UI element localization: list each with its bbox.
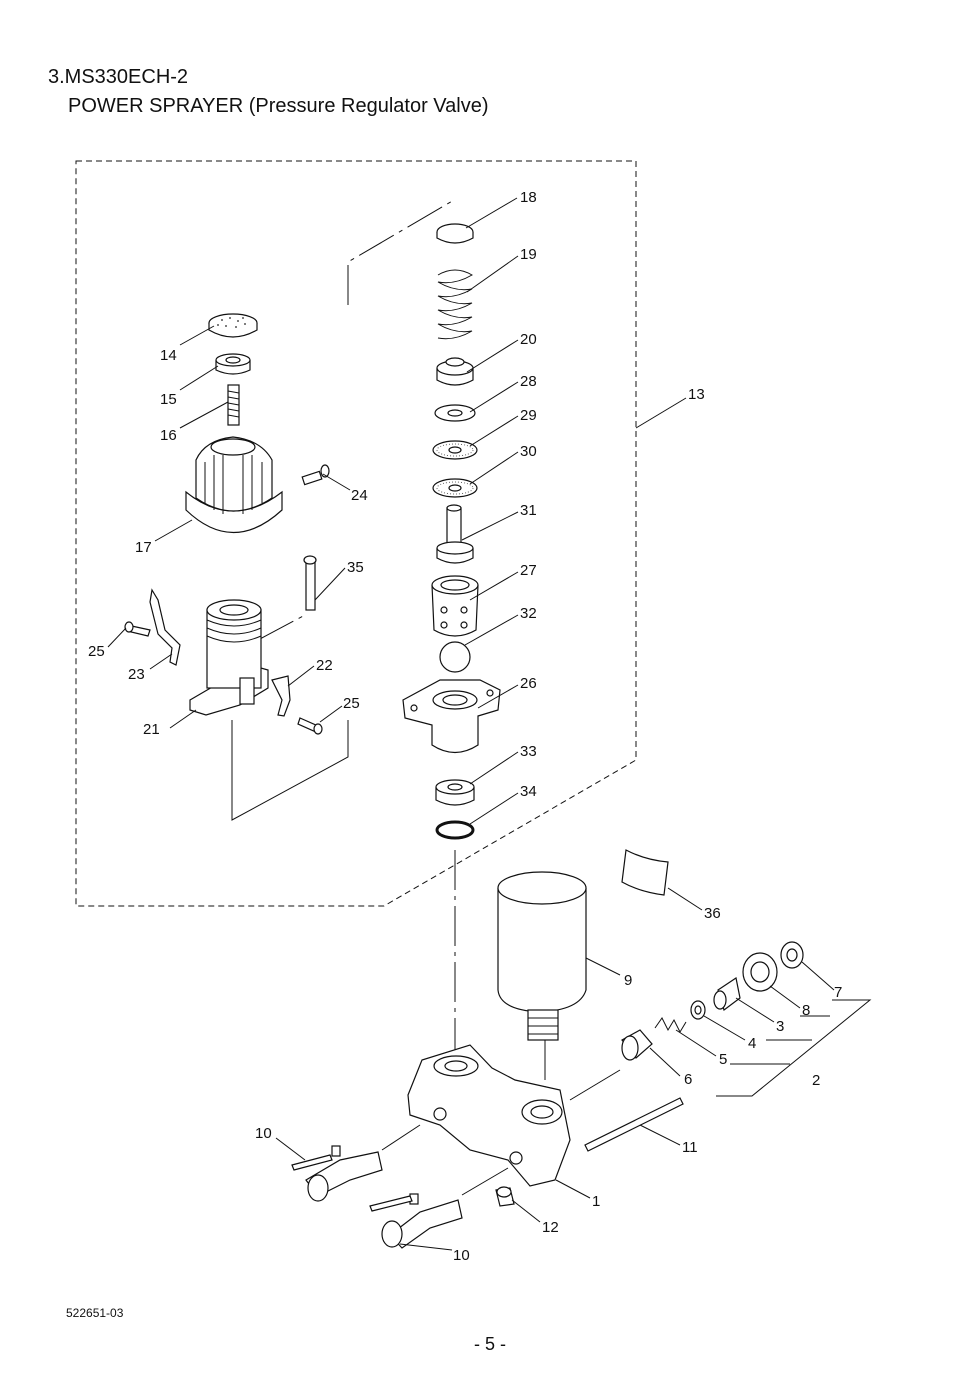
- callout-11: 11: [682, 1139, 698, 1156]
- callout-2: 2: [812, 1072, 820, 1089]
- callout-17: 17: [135, 539, 152, 556]
- rod-part-11: [584, 1097, 684, 1152]
- callout-34: 34: [520, 783, 537, 800]
- leader-lines: [107, 197, 872, 1251]
- spring-part-19: [437, 269, 473, 340]
- callout-3: 3: [776, 1018, 784, 1035]
- nut-part-8: [742, 952, 778, 992]
- ball-part-32: [439, 641, 471, 673]
- callout-6: 6: [684, 1071, 692, 1088]
- washer-part-4: [690, 1000, 706, 1020]
- cover-part-17: [185, 436, 283, 533]
- cap-part-14: [208, 313, 258, 338]
- callout-22: 22: [316, 657, 333, 674]
- spacer-part-33: [435, 779, 475, 806]
- manifold-part-1: [407, 1044, 571, 1187]
- callout-28: 28: [520, 373, 537, 390]
- axis-line-valve: [257, 614, 306, 641]
- disk-part-18: [436, 223, 474, 244]
- ball-valve-part-10-upper: [291, 1145, 383, 1202]
- callout-9: 9: [624, 972, 632, 989]
- document-number: 522651-03: [66, 1306, 124, 1320]
- callout-18: 18: [520, 189, 537, 206]
- callout-26: 26: [520, 675, 537, 692]
- callout-10-upper: 10: [255, 1125, 272, 1142]
- valve-body-part-21: [189, 599, 269, 716]
- callout-10-lower: 10: [453, 1247, 470, 1264]
- callout-25-right: 25: [343, 695, 360, 712]
- label-part-36: [621, 849, 669, 896]
- screw-part-25-right: [297, 717, 323, 735]
- callout-19: 19: [520, 246, 537, 263]
- piston-part-31: [436, 504, 474, 564]
- callout-21: 21: [143, 721, 160, 738]
- callout-8: 8: [802, 1002, 810, 1019]
- callout-29: 29: [520, 407, 537, 424]
- air-chamber-part-9: [497, 871, 587, 1041]
- callout-31: 31: [520, 502, 537, 519]
- assembly-boundary: [75, 160, 637, 907]
- nut-part-15: [215, 353, 251, 375]
- page-number: - 5 -: [473, 1334, 506, 1354]
- bracket-part-23: [149, 588, 181, 666]
- lever-part-22: [271, 675, 291, 717]
- callout-23: 23: [128, 666, 145, 683]
- callout-13: 13: [688, 386, 705, 403]
- callout-27: 27: [520, 562, 537, 579]
- callout-35: 35: [347, 559, 364, 576]
- callout-16: 16: [160, 427, 177, 444]
- callout-4: 4: [748, 1035, 756, 1052]
- housing-part-26: [402, 679, 501, 754]
- callout-1: 1: [592, 1193, 600, 1210]
- callout-30: 30: [520, 443, 537, 460]
- callout-5: 5: [719, 1051, 727, 1068]
- filter-part-29: [432, 440, 478, 460]
- callout-25-left: 25: [88, 643, 105, 660]
- seat-part-20: [436, 357, 474, 386]
- fitting-part-6: [621, 1029, 653, 1061]
- o-ring-part-34: [435, 820, 475, 840]
- nozzle-part-3: [713, 977, 741, 1011]
- washer-part-28: [434, 404, 476, 422]
- callout-numbers: 18 19 20 28 29 30 31 27 32 26 33 34 13 1…: [88, 189, 842, 1264]
- callout-33: 33: [520, 743, 537, 760]
- cage-part-27: [431, 575, 479, 637]
- callout-12: 12: [542, 1219, 559, 1236]
- filter-part-30: [432, 478, 478, 498]
- callout-24: 24: [351, 487, 368, 504]
- bolt-part-35: [303, 555, 317, 611]
- ball-valve-part-10-lower: [369, 1193, 463, 1249]
- callout-15: 15: [160, 391, 177, 408]
- callout-14: 14: [160, 347, 177, 364]
- lower-bracket: [231, 720, 349, 821]
- callout-32: 32: [520, 605, 537, 622]
- ring-part-7: [780, 941, 804, 969]
- callout-20: 20: [520, 331, 537, 348]
- plug-part-12: [495, 1186, 515, 1207]
- model-title: 3.MS330ECH-2: [48, 66, 189, 88]
- callout-36: 36: [704, 905, 721, 922]
- spring-part-5: [654, 1017, 687, 1034]
- screw-part-25-left: [124, 621, 151, 637]
- upper-bracket: [347, 199, 455, 305]
- stud-part-16: [227, 384, 240, 426]
- diagram-subtitle: POWER SPRAYER (Pressure Regulator Valve): [68, 95, 489, 117]
- callout-7: 7: [834, 984, 842, 1001]
